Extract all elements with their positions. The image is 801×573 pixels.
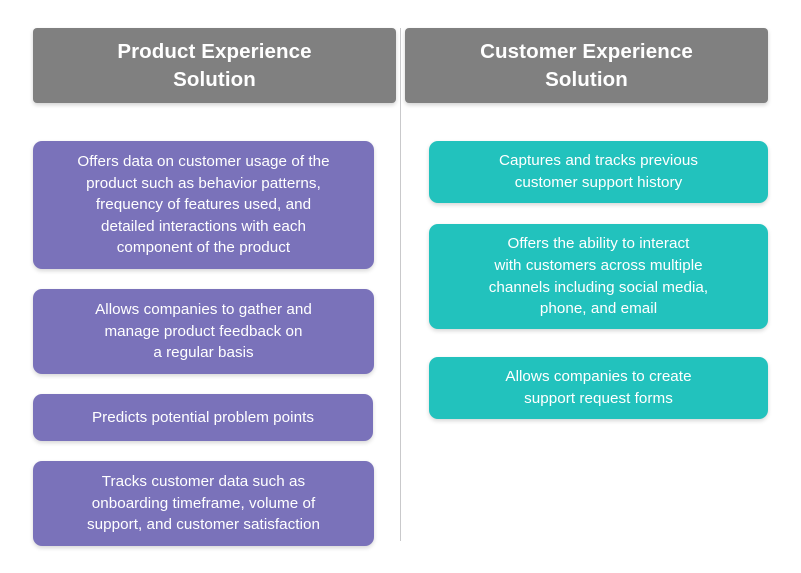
column-header-customer-experience: Customer Experience Solution — [405, 28, 768, 103]
list-item-text: Offers data on customer usage of the pro… — [77, 153, 330, 257]
column-header-title: Product Experience Solution — [117, 40, 312, 91]
list-item-text: Captures and tracks previous customer su… — [499, 152, 698, 191]
list-item: Offers the ability to interact with cust… — [429, 224, 768, 329]
column-header-product-experience: Product Experience Solution — [33, 28, 396, 103]
list-item: Allows companies to gather and manage pr… — [33, 289, 374, 374]
list-item: Predicts potential problem points — [33, 394, 373, 441]
column-divider — [400, 28, 401, 541]
list-item-text: Predicts potential problem points — [92, 408, 314, 426]
list-item-text: Allows companies to gather and manage pr… — [95, 301, 312, 362]
list-item-text: Allows companies to create support reque… — [505, 368, 692, 407]
list-item-text: Offers the ability to interact with cust… — [488, 235, 709, 318]
list-item-text: Tracks customer data such as onboarding … — [86, 473, 320, 534]
list-item: Tracks customer data such as onboarding … — [33, 461, 374, 546]
list-item: Allows companies to create support reque… — [429, 357, 768, 419]
list-item: Offers data on customer usage of the pro… — [33, 141, 374, 269]
list-item: Captures and tracks previous customer su… — [429, 141, 768, 203]
column-header-title: Customer Experience Solution — [480, 40, 693, 91]
